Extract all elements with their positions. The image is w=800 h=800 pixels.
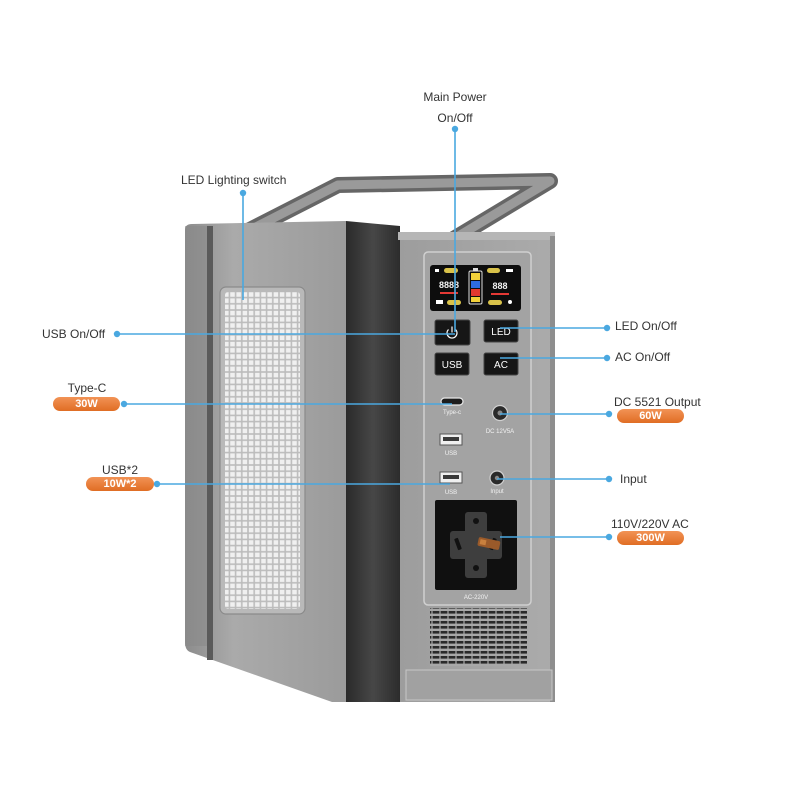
dark-side-stripe (346, 221, 400, 702)
ac-outlet-leader-dot (605, 533, 613, 541)
usb-port-upper (439, 433, 463, 446)
usb-x2-power-badge: 10W*2 (86, 477, 154, 491)
usb-x2-label: USB*2 (101, 463, 139, 477)
base-plate (405, 669, 553, 701)
dc-port-label: DC 12V5A (486, 429, 514, 435)
ac-outlet-label: 110V/220V AC (611, 517, 689, 531)
main-power-leader-dot (451, 125, 459, 133)
ac-socket-label: AC-220V (464, 595, 488, 601)
usb-on-off-leader-dot (113, 330, 121, 338)
input-port-label: Input (490, 489, 504, 495)
led-button: LED (483, 319, 519, 343)
main-power-label: Main Power (423, 90, 487, 104)
led-button-label: LED (491, 327, 510, 338)
input-label: Input (620, 472, 647, 486)
battery-level-icon (468, 268, 483, 305)
usb-port-upper-label: USB (445, 451, 457, 457)
type-c-power-badge: 30W (53, 397, 120, 411)
usb-button-label: USB (442, 360, 463, 371)
front-panel-top-lip (398, 232, 555, 240)
dc-output-leader-dot (605, 410, 613, 418)
front-panel-right-edge (550, 236, 555, 702)
main-power-label-line2: On/Off (437, 111, 473, 125)
ac-outlet-power-badge: 300W (617, 531, 684, 545)
usb-x2-leader-dot (153, 480, 161, 488)
cooling-vent (430, 608, 527, 666)
dc-output-label: DC 5521 Output (614, 395, 701, 409)
led-light-panel (225, 292, 300, 609)
power-icon (446, 326, 458, 339)
ac-button-label: AC (494, 360, 508, 371)
usb-button: USB (434, 352, 470, 376)
usb-port-lower-label: USB (445, 490, 457, 496)
ac-on-off-label: AC On/Off (615, 350, 671, 364)
display-left-readout: 8888 (439, 280, 459, 290)
led-on-off-label: LED On/Off (615, 319, 677, 333)
type-c-port-label: Type-c (443, 410, 461, 416)
usb-port-lower (439, 471, 463, 484)
usb-on-off-label: USB On/Off (42, 327, 106, 341)
led-lighting-leader-dot (239, 189, 247, 197)
input-port (489, 470, 505, 486)
ac-socket (435, 500, 517, 590)
main-power-button (434, 319, 471, 346)
left-edge-shade (185, 226, 207, 646)
input-leader-dot (605, 475, 613, 483)
carry-handle (242, 173, 558, 247)
led-lighting-switch-label: LED Lighting switch (181, 173, 287, 187)
ac-button: AC (483, 352, 519, 376)
dc-port (491, 404, 509, 422)
left-edge-groove (207, 226, 213, 660)
dc-output-power-badge: 60W (617, 409, 684, 423)
ac-on-off-leader-dot (603, 354, 611, 362)
type-c-leader-dot (120, 400, 128, 408)
type-c-label: Type-C (67, 381, 107, 395)
display-right-readout: 888 (492, 281, 507, 291)
led-on-off-leader-dot (603, 324, 611, 332)
